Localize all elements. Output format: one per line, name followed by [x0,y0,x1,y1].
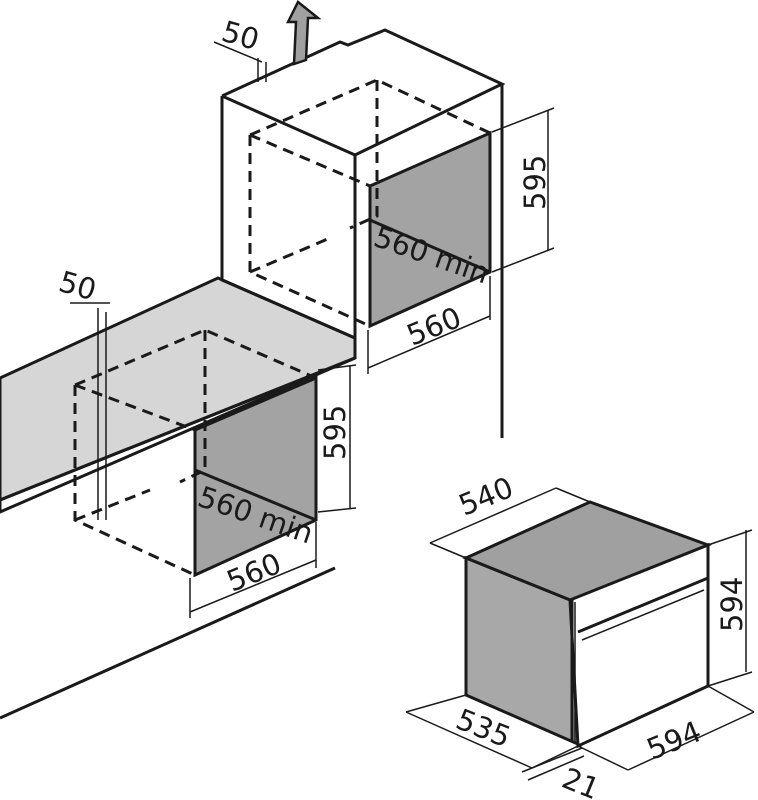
cabinet-dash-floor [74,488,151,522]
oven-width-line [627,711,755,771]
cabinet-floor-line [194,468,317,522]
worktop [0,276,357,502]
vent-arrow-icon [285,0,322,66]
undercounter-vent-label: 50 [55,264,100,307]
oven-door-thickness-label: 21 [557,761,604,800]
undercounter-height-label: 595 [318,405,352,460]
cabinet-dash-back [179,330,207,484]
oven: 540 594 535 594 21 [405,470,755,800]
oven-top-depth-label: 540 [454,470,518,522]
oven-height-label: 594 [715,577,749,632]
oven-control-panel-line [577,576,709,634]
column-floor-line [369,218,491,274]
column-top [221,28,506,157]
column-front-left [220,96,356,340]
undercounter-width-line [189,559,317,613]
floor-line [0,566,336,720]
oven-top-depth-line [429,487,557,544]
column-installation: 50 595 560 min 560 [213,0,555,438]
worktop-front [0,356,356,514]
oven-width-label: 594 [642,714,706,766]
undercounter-installation: 50 595 560 min 560 [0,264,357,720]
column-width-line [367,315,491,369]
cabinet-dash-diag [74,383,196,432]
cabinet-dash-top [74,328,317,387]
column-vent-label: 50 [218,14,263,57]
column-height-label: 595 [518,155,552,210]
oven-body-depth-line [405,711,533,769]
worktop-edge [0,356,356,502]
